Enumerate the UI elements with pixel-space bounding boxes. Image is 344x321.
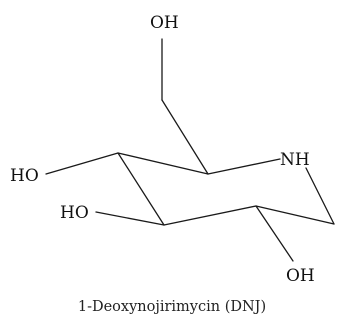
atom-label-ho-left-lower: HO [60,203,89,223]
bond-c2-c3 [163,205,257,226]
bond-c2-oh [255,205,294,262]
bond-c1-c2 [255,205,335,225]
bond-c4-c5 [117,152,209,175]
bond-c3-ho [95,211,165,226]
bond-n-c1 [305,167,335,225]
bond-c5-n [207,158,281,175]
bond-ch2-c5 [161,99,209,175]
atom-label-ho-left-upper: HO [10,166,39,186]
atom-label-nh: NH [280,150,310,170]
bond-c3-c4 [117,152,165,226]
bonds [45,38,335,262]
atom-label-oh-top: OH [150,13,179,33]
atom-label-oh-bottom: OH [286,266,315,286]
bond-c4-ho [45,152,119,175]
figure-caption: 1-Deoxynojirimycin (DNJ) [78,299,266,315]
